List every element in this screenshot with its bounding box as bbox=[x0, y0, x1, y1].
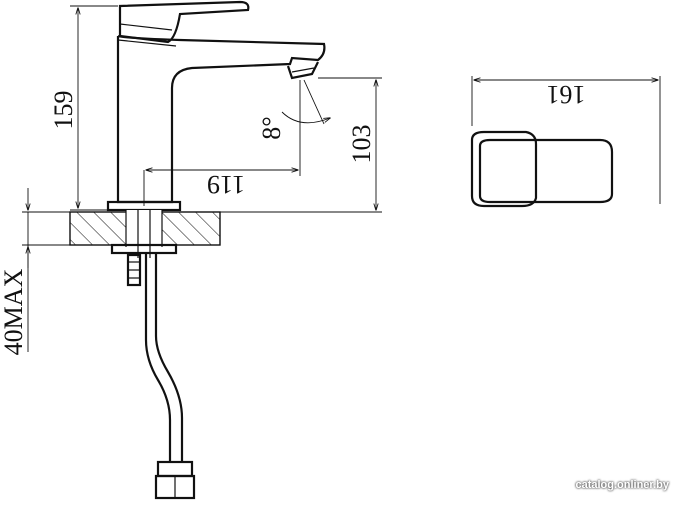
label-40max: 40MAX bbox=[0, 268, 28, 355]
dim-height-spout: 103 bbox=[220, 77, 382, 213]
mounting-hardware bbox=[110, 210, 178, 287]
faucet-side-view bbox=[106, 0, 326, 212]
handle-top-view: 161 bbox=[470, 76, 661, 208]
flex-hose bbox=[144, 253, 196, 500]
handle-lever bbox=[118, 0, 250, 44]
dim-mount-max: 40MAX bbox=[0, 188, 70, 355]
faucet-body bbox=[116, 34, 326, 204]
watermark: catalog.onliner.by bbox=[575, 479, 669, 491]
countertop-section bbox=[69, 210, 221, 247]
label-161: 161 bbox=[547, 80, 586, 109]
label-119: 119 bbox=[207, 170, 245, 199]
dim-reach: 119 bbox=[143, 80, 301, 206]
dim-angle: 8° bbox=[257, 79, 330, 140]
label-159: 159 bbox=[49, 91, 78, 130]
dim-height-total: 159 bbox=[49, 5, 118, 211]
aerator bbox=[286, 61, 319, 80]
label-103: 103 bbox=[347, 125, 376, 164]
label-8-degrees: 8° bbox=[257, 116, 286, 139]
